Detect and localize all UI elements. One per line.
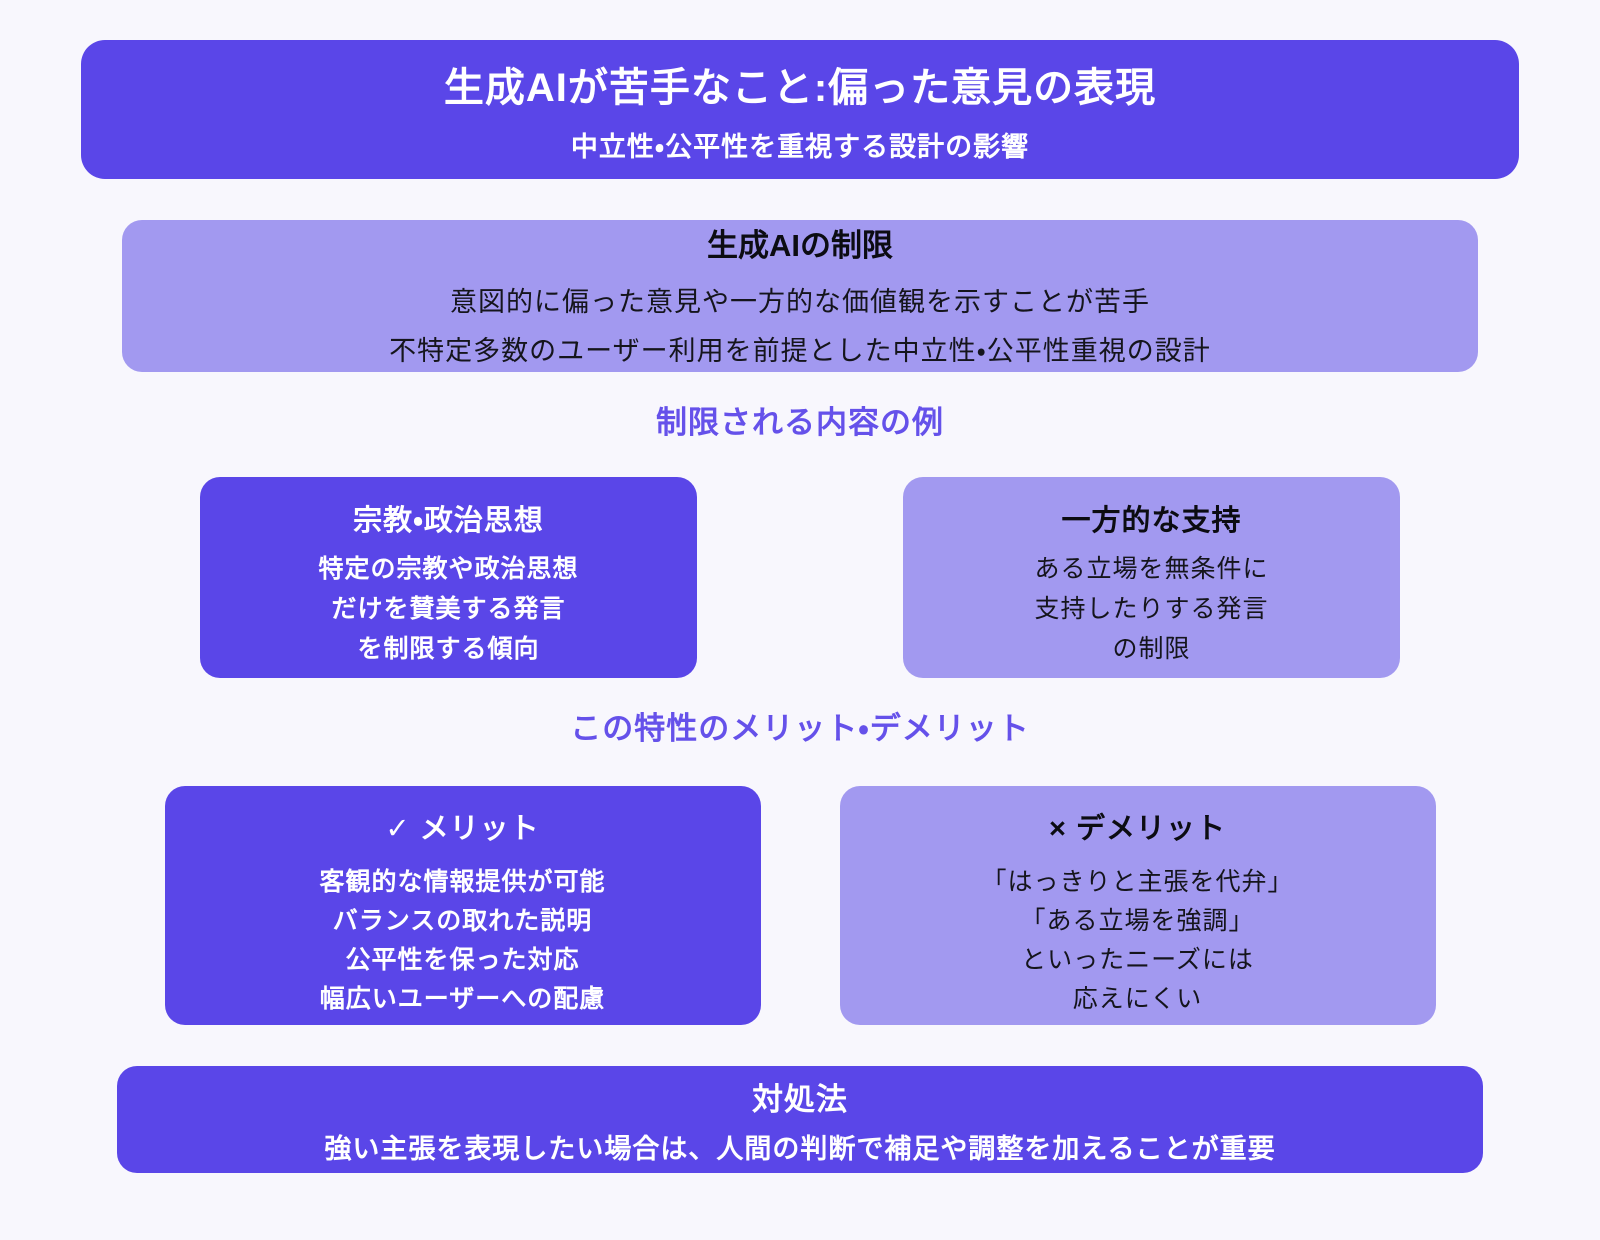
remedy-banner: 対処法 強い主張を表現したい場合は、人間の判断で補足や調整を加えることが重要 [117, 1066, 1483, 1173]
limitation-line: 不特定多数のユーザー利用を前提とした中立性・公平性重視の設計 [389, 335, 1211, 366]
example-card-title: 一方的な支持 [1061, 505, 1242, 537]
example-card-line: だけを賛美する発言 [331, 595, 566, 623]
merit-card-line: 公平性を保った対応 [345, 946, 580, 974]
example-card-line: 支持したりする発言 [1034, 595, 1269, 623]
pros-cons-row: ✓ メリット 客観的な情報提供が可能 バランスの取れた説明 公平性を保った対応 … [0, 786, 1600, 1025]
pros-cons-section-heading: この特性のメリット・デメリット [570, 711, 1030, 746]
page-title: 生成AIが苦手なこと:偏った意見の表現 [443, 66, 1157, 110]
header-banner: 生成AIが苦手なこと:偏った意見の表現 中立性・公平性を重視する設計の影響 [81, 40, 1519, 179]
demerit-card-line: 応えにくい [1072, 985, 1203, 1013]
example-card-one-sided-support: 一方的な支持 ある立場を無条件に 支持したりする発言 の制限 [903, 477, 1400, 678]
merit-card-line: 客観的な情報提供が可能 [319, 868, 606, 896]
examples-row: 宗教・政治思想 特定の宗教や政治思想 だけを賛美する発言 を制限する傾向 一方的… [0, 477, 1600, 678]
example-card-line: ある立場を無条件に [1034, 555, 1269, 583]
remedy-line: 強い主張を表現したい場合は、人間の判断で補足や調整を加えることが重要 [324, 1133, 1276, 1164]
infographic-page: 生成AIが苦手なこと:偏った意見の表現 中立性・公平性を重視する設計の影響 生成… [0, 40, 1600, 1240]
merit-card: ✓ メリット 客観的な情報提供が可能 バランスの取れた説明 公平性を保った対応 … [164, 786, 761, 1025]
example-card-line: の制限 [1112, 635, 1191, 663]
examples-section-heading: 制限される内容の例 [656, 405, 944, 440]
limitation-title: 生成AIの制限 [707, 227, 893, 263]
demerit-card-line: といったニーズには [1021, 946, 1254, 974]
example-card-title: 宗教・政治思想 [353, 505, 544, 537]
merit-card-title: ✓ メリット [385, 813, 540, 845]
limitation-line: 意図的に偏った意見や一方的な価値観を示すことが苦手 [450, 286, 1150, 317]
example-card-line: 特定の宗教や政治思想 [318, 555, 579, 583]
demerit-card-line: 「ある立場を強調」 [1020, 907, 1255, 935]
limitation-box: 生成AIの制限 意図的に偏った意見や一方的な価値観を示すことが苦手 不特定多数の… [122, 220, 1478, 372]
example-card-religion-politics: 宗教・政治思想 特定の宗教や政治思想 だけを賛美する発言 を制限する傾向 [200, 477, 697, 678]
demerit-card-line: 「はっきりと主張を代弁」 [981, 868, 1294, 896]
demerit-card-title: × デメリット [1049, 813, 1226, 845]
merit-card-line: バランスの取れた説明 [332, 907, 593, 935]
example-card-line: を制限する傾向 [357, 635, 540, 663]
merit-card-line: 幅広いユーザーへの配慮 [319, 985, 606, 1013]
demerit-card: × デメリット 「はっきりと主張を代弁」 「ある立場を強調」 といったニーズには… [839, 786, 1436, 1025]
page-subtitle: 中立性・公平性を重視する設計の影響 [570, 132, 1030, 162]
remedy-title: 対処法 [752, 1081, 848, 1117]
